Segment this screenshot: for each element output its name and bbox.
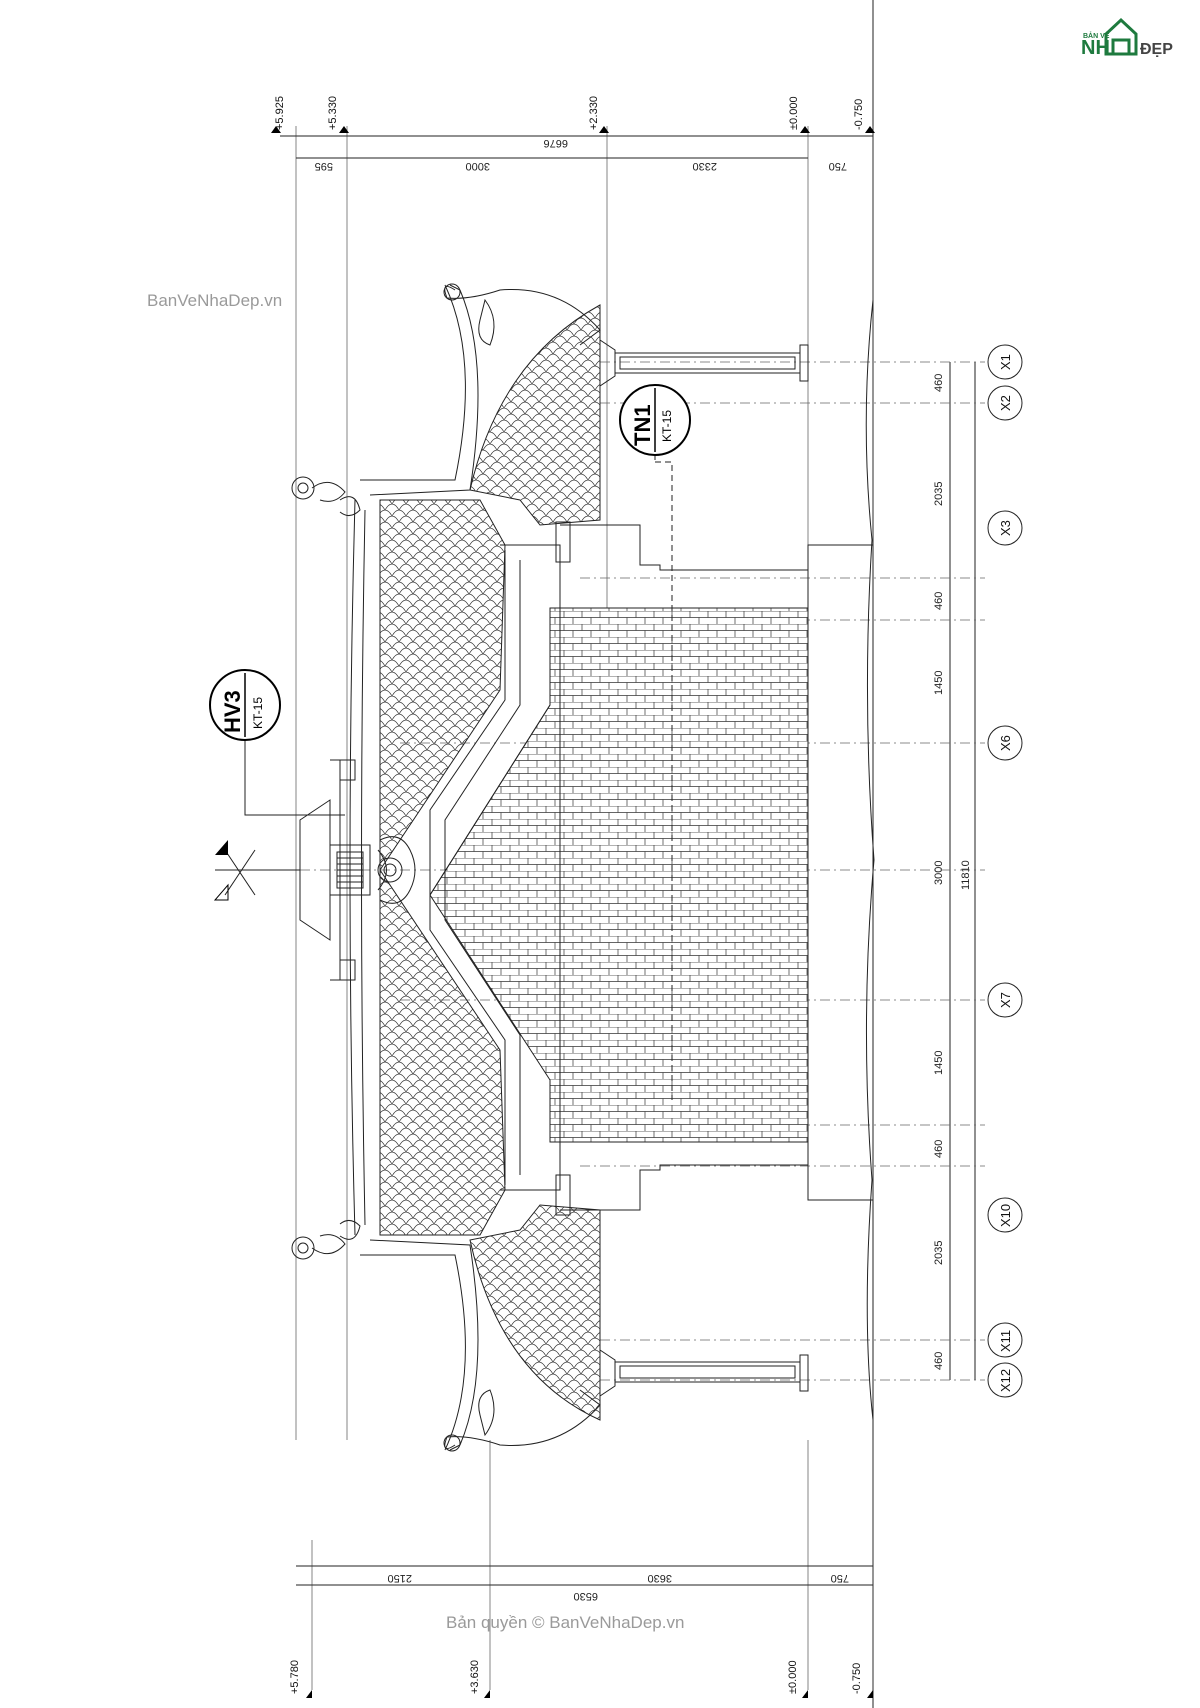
ridge-ornament-bottom — [291, 1220, 361, 1260]
logo-big-text: NH — [1081, 37, 1110, 59]
tag-hv3-sheet: KT-15 — [251, 697, 265, 729]
watermark-side: BanVeNhaDep.vn — [147, 291, 282, 310]
dim-right-seg-8: 2035 — [933, 1241, 945, 1265]
right-dimension-chain: 460 2035 460 1450 3000 1450 460 2035 460… — [933, 362, 976, 1380]
level-top-1: +5.925 — [274, 96, 286, 130]
top-dimension-chain: 6676 595 3000 2330 750 +5.925 +5.330 +2.… — [271, 96, 875, 1440]
ground-slab — [807, 544, 874, 1201]
bottom-dimension-chain: 2150 3630 750 6530 +5.780 +3.630 ±0.000 … — [289, 1440, 874, 1698]
dim-top-seg-4: 750 — [829, 160, 847, 172]
svg-text:X12: X12 — [998, 1369, 1013, 1392]
grid-bubble-x7: X7 — [987, 982, 1023, 1018]
svg-text:X3: X3 — [998, 520, 1013, 536]
dim-right-seg-1: 460 — [933, 374, 945, 392]
level-bottom-1: +5.780 — [289, 1660, 301, 1694]
dim-top-seg-3: 2330 — [693, 160, 717, 172]
central-crest — [299, 759, 416, 981]
grid-bubble-x10: X10 — [987, 1197, 1023, 1233]
logo-small-text: BẢN VẼ — [1083, 31, 1110, 40]
level-top-2: +5.330 — [327, 96, 339, 130]
dim-top-total: 6676 — [544, 137, 568, 149]
dim-right-seg-2: 2035 — [933, 482, 945, 506]
section-marker — [213, 840, 300, 901]
grid-bubble-x3: X3 — [987, 510, 1023, 546]
roof-wing-top — [469, 304, 601, 526]
dim-right-seg-9: 460 — [933, 1352, 945, 1370]
dim-bottom-seg-3: 750 — [831, 1572, 849, 1584]
roof-tiles-main — [379, 499, 506, 1236]
dim-right-seg-4: 1450 — [933, 671, 945, 695]
dim-bottom-seg-2: 3630 — [648, 1572, 672, 1584]
level-top-4: ±0.000 — [788, 96, 800, 130]
level-bottom-4: -0.750 — [851, 1663, 863, 1694]
svg-text:X11: X11 — [998, 1330, 1013, 1352]
dim-right-seg-7: 460 — [933, 1140, 945, 1158]
level-bottom-2: +3.630 — [469, 1660, 481, 1694]
tag-hv3-code: HV3 — [220, 690, 245, 733]
dim-bottom-seg-1: 2150 — [388, 1572, 412, 1584]
ridge-ornament-top — [291, 476, 361, 516]
site-logo: BẢN VẼ NH ĐẸP — [1081, 17, 1173, 59]
house-icon — [1104, 17, 1138, 56]
svg-text:X1: X1 — [998, 354, 1013, 370]
svg-text:X10: X10 — [998, 1204, 1013, 1227]
dim-top-seg-2: 3000 — [466, 160, 490, 172]
svg-text:X2: X2 — [998, 395, 1013, 411]
dim-right-seg-3: 460 — [933, 592, 945, 610]
column-bottom — [599, 1349, 809, 1397]
callout-tn1[interactable]: TN1 KT-15 — [619, 384, 691, 1100]
dim-right-total: 11810 — [960, 860, 972, 890]
svg-text:X7: X7 — [998, 992, 1013, 1008]
level-top-5: -0.750 — [853, 99, 865, 130]
gate-roof-elevation — [291, 283, 875, 1452]
grid-bubble-x12: X12 — [987, 1362, 1023, 1398]
ground-line — [865, 299, 875, 1421]
grid-bubble-x1: X1 — [987, 344, 1023, 380]
roof-wing-bottom — [469, 1204, 601, 1421]
grid-bubble-x11: X11 — [987, 1322, 1023, 1358]
level-bottom-3: ±0.000 — [787, 1660, 799, 1694]
svg-text:X6: X6 — [998, 735, 1013, 751]
dim-bottom-total: 6530 — [574, 1590, 598, 1602]
tag-tn1-sheet: KT-15 — [660, 410, 674, 442]
grid-bubble-x6: X6 — [987, 725, 1023, 761]
dim-right-seg-5: 3000 — [933, 861, 945, 885]
level-top-3: +2.330 — [588, 96, 600, 130]
watermark-bottom: Bản quyền © BanVeNhaDep.vn — [446, 1613, 684, 1632]
grid-bubble-x2: X2 — [987, 385, 1023, 421]
column-top — [599, 339, 809, 387]
grid-bubbles: X1 X2 X3 X6 X7 X10 X11 X12 — [987, 344, 1023, 1398]
dim-right-seg-6: 1450 — [933, 1051, 945, 1075]
dim-top-seg-1: 595 — [315, 160, 333, 172]
logo-suffix-text: ĐẸP — [1140, 41, 1173, 58]
callout-hv3[interactable]: HV3 KT-15 — [209, 669, 345, 816]
tag-tn1-code: TN1 — [630, 404, 655, 446]
